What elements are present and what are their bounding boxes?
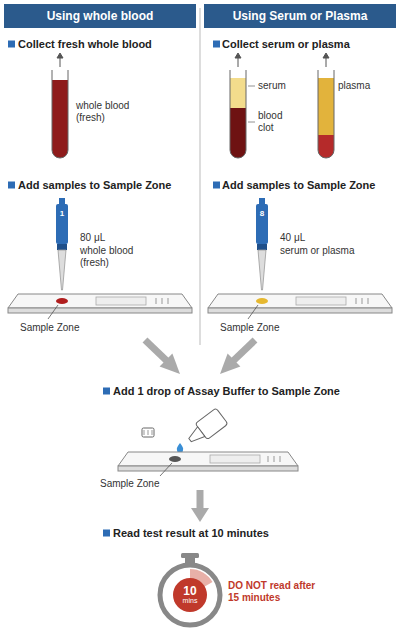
tube-label: blood clot xyxy=(258,110,296,134)
sample-label: whole blood (fresh) xyxy=(80,245,155,269)
timer-text: mins xyxy=(183,597,198,605)
volume-label: 40 μL xyxy=(280,232,340,244)
header-text: Using Serum or Plasma xyxy=(233,9,368,23)
volume-label: 80 μL xyxy=(80,232,140,244)
divider xyxy=(200,8,201,345)
pipette-cassette-left xyxy=(8,198,192,319)
step-heading: Collect serum or plasma xyxy=(222,37,397,51)
step-heading: Add 1 drop of Assay Buffer to Sample Zon… xyxy=(113,384,393,398)
sample-label: whole blood (fresh) xyxy=(80,245,155,269)
tube-label: serum xyxy=(258,80,308,92)
step-heading: Read test result at 10 minutes xyxy=(113,526,383,540)
serum-tube xyxy=(230,70,255,158)
step-heading: Add 1 drop of Assay Buffer to Sample Zon… xyxy=(113,384,393,398)
zone-label: Sample Zone xyxy=(220,322,300,334)
step-heading: Collect fresh whole blood xyxy=(18,37,198,51)
tube-label: serum xyxy=(258,80,308,92)
step-heading: Collect fresh whole blood xyxy=(18,37,198,51)
step-heading: Add samples to Sample Zone xyxy=(222,178,397,192)
zone-label: Sample Zone xyxy=(20,322,100,334)
volume-label: 40 μL xyxy=(280,232,340,244)
buffer-bottle xyxy=(142,408,228,453)
flow-arrows xyxy=(145,340,255,522)
collect-arrows xyxy=(57,53,329,67)
blood-tube xyxy=(52,70,68,158)
column-header: Using Serum or Plasma xyxy=(204,4,396,28)
timer-face: 10mins xyxy=(173,578,207,612)
warning-note: DO NOT read after 15 minutes xyxy=(228,580,328,604)
cassette-center xyxy=(118,452,298,476)
step-heading: Collect serum or plasma xyxy=(222,37,397,51)
plasma-tube xyxy=(318,70,334,158)
volume-label: 80 μL xyxy=(80,232,140,244)
zone-label: Sample Zone xyxy=(100,478,180,490)
tube-label: whole blood (fresh) xyxy=(76,100,146,124)
pipette-number: 8 xyxy=(256,209,268,219)
sample-label: serum or plasma xyxy=(280,245,375,257)
stopwatch xyxy=(160,553,220,625)
tube-label: plasma xyxy=(338,80,393,92)
step-heading: Read test result at 10 minutes xyxy=(113,526,383,540)
step-heading: Add samples to Sample Zone xyxy=(18,178,198,192)
zone-label: Sample Zone xyxy=(220,322,300,334)
pipette-number: 1 xyxy=(56,209,68,219)
zone-label: Sample Zone xyxy=(20,322,100,334)
step-heading: Add samples to Sample Zone xyxy=(222,178,397,192)
zone-label: Sample Zone xyxy=(100,478,180,490)
timer-text: 10 xyxy=(183,585,196,597)
header-text: Using whole blood xyxy=(47,9,154,23)
tube-label: plasma xyxy=(338,80,393,92)
warning-note: DO NOT read after 15 minutes xyxy=(228,580,328,604)
column-header: Using whole blood xyxy=(4,4,196,28)
pipette-cassette-right xyxy=(208,198,392,319)
sample-label: serum or plasma xyxy=(280,245,375,257)
step-heading: Add samples to Sample Zone xyxy=(18,178,198,192)
tube-label: whole blood (fresh) xyxy=(76,100,146,124)
pipette-number: 1 xyxy=(56,209,68,219)
tube-label: blood clot xyxy=(258,110,296,134)
pipette-number: 8 xyxy=(256,209,268,219)
